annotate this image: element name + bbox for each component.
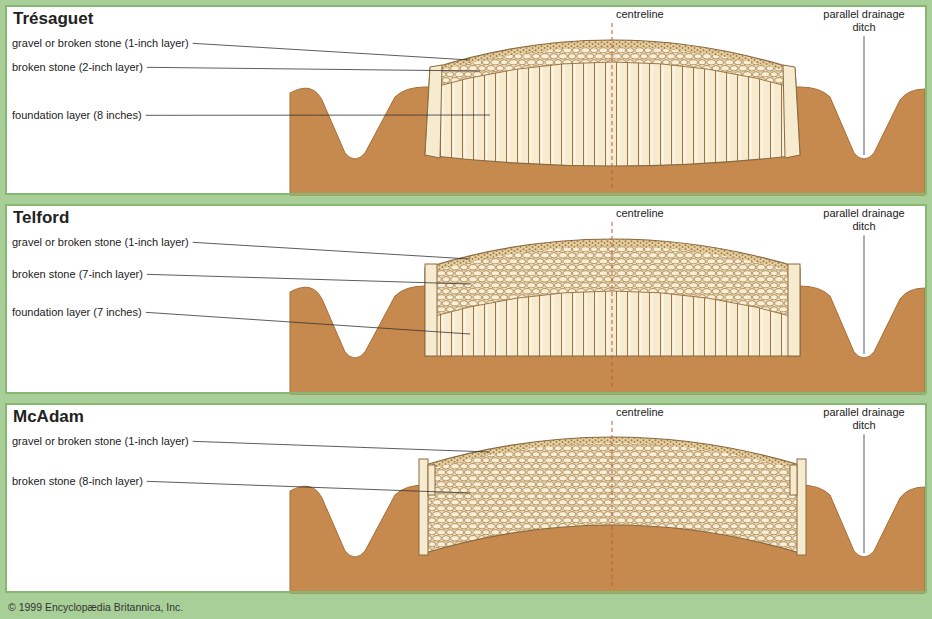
centreline-label: centreline — [616, 207, 664, 220]
layer-label: gravel or broken stone (1-inch layer) — [12, 236, 189, 249]
layer-label: broken stone (2-inch layer) — [12, 61, 143, 74]
leader-line — [193, 43, 470, 60]
road-panel: Telford — [5, 204, 927, 394]
centreline-label: centreline — [616, 8, 664, 21]
road-panel: McAdam — [5, 403, 927, 593]
layer-label: gravel or broken stone (1-inch layer) — [12, 37, 189, 50]
panel-title: McAdam — [13, 408, 84, 427]
layer-label: gravel or broken stone (1-inch layer) — [12, 435, 189, 448]
layer-label: broken stone (7-inch layer) — [12, 268, 143, 281]
leader-line — [147, 67, 480, 71]
layer-label: broken stone (8-inch layer) — [12, 475, 143, 488]
road-panel: Trésaguet — [5, 5, 927, 195]
panel-title: Trésaguet — [13, 10, 93, 29]
leader-line — [146, 115, 490, 116]
ditch-label: parallel drainage ditch — [814, 8, 914, 33]
ditch-label: parallel drainage ditch — [814, 207, 914, 232]
layer-label: foundation layer (8 inches) — [12, 109, 142, 122]
leader-line — [864, 36, 865, 155]
leader-line — [147, 481, 470, 493]
copyright-note: © 1999 Encyclopædia Britannica, Inc. — [8, 601, 183, 613]
leader-line — [864, 434, 865, 553]
leader-line — [193, 242, 470, 259]
centreline-label: centreline — [616, 406, 664, 419]
leader-line — [146, 312, 470, 334]
leader-line — [193, 441, 490, 452]
ditch-label: parallel drainage ditch — [814, 406, 914, 431]
panel-title: Telford — [13, 209, 69, 228]
layer-label: foundation layer (7 inches) — [12, 306, 142, 319]
leader-line — [147, 274, 470, 284]
leader-line — [864, 235, 865, 354]
